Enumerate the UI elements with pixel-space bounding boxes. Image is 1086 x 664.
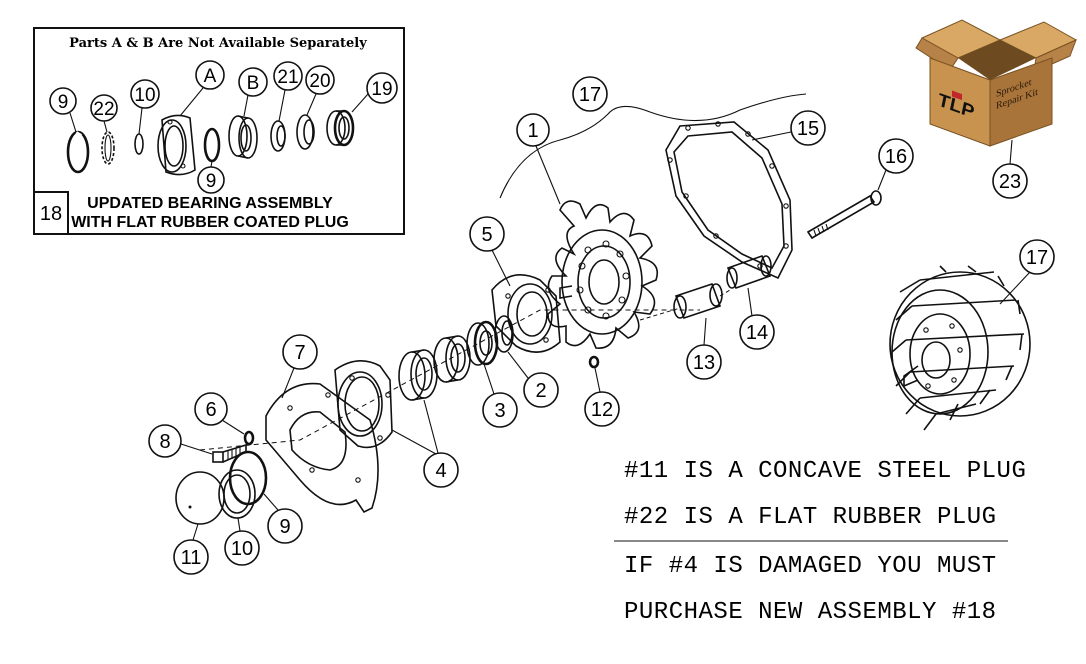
assembly-number: 18 — [40, 203, 62, 225]
callout-17: 17 — [579, 84, 601, 106]
callout-13: 13 — [693, 352, 715, 374]
note-2: #22 IS A FLAT RUBBER PLUG — [624, 504, 997, 531]
callout-8: 8 — [159, 431, 170, 453]
note-4: PURCHASE NEW ASSEMBLY #18 — [624, 599, 997, 626]
part-10-ring — [218, 469, 256, 519]
part-15-gasket — [665, 121, 793, 280]
inset-label-19: 19 — [371, 79, 392, 100]
inset-label-22: 22 — [93, 99, 114, 120]
part-4-bearing-housing — [334, 360, 393, 449]
part-6-washer — [243, 430, 255, 446]
notes: #11 IS A CONCAVE STEEL PLUG #22 IS A FLA… — [614, 458, 1026, 626]
callout-17-assembled: 17 — [1026, 247, 1048, 269]
inset-ring-20 — [296, 114, 315, 150]
part-1-sprocket — [547, 200, 659, 349]
callout-1: 1 — [527, 120, 538, 142]
callout-9: 9 — [279, 516, 290, 538]
callout-4: 4 — [435, 460, 446, 482]
note-1: #11 IS A CONCAVE STEEL PLUG — [624, 458, 1026, 485]
inset-label-9-b: 9 — [206, 171, 217, 192]
part-16-long-bolt — [806, 190, 882, 240]
part-7-housing-plate — [265, 382, 379, 514]
inset-label-21: 21 — [277, 67, 298, 88]
part-3-seal — [466, 320, 499, 366]
inset-label-a: A — [204, 66, 217, 87]
sprocket-repair-kit-box: TLP Sprocket Repair Kit — [915, 19, 1078, 147]
inset-ring-21 — [270, 120, 286, 152]
part-8-bolt — [212, 443, 247, 463]
inset-bearing-housing-a — [157, 114, 196, 176]
callouts: 17 1 15 16 5 2 3 4 12 13 14 7 6 — [148, 76, 1055, 575]
part-17-assembled-sprocket — [889, 265, 1031, 431]
callout-2: 2 — [535, 380, 546, 402]
part-11-plug — [175, 471, 225, 525]
callout-3: 3 — [494, 400, 505, 422]
callout-16: 16 — [885, 146, 907, 168]
inset-caption-line1: UPDATED BEARING ASSEMBLY — [87, 195, 333, 212]
callout-14: 14 — [746, 322, 768, 344]
callout-7: 7 — [294, 342, 305, 364]
part-13-spacer — [673, 282, 723, 320]
callout-10: 10 — [231, 538, 253, 560]
inset-panel: Parts A & B Are Not Available Separately… — [33, 27, 405, 235]
part-4-bearing-right — [433, 335, 471, 383]
part-5-flange — [491, 274, 561, 353]
note-3: IF #4 IS DAMAGED YOU MUST — [624, 553, 997, 580]
inset-caption-line2: WITH FLAT RUBBER COATED PLUG — [71, 214, 349, 231]
assembly-number-box — [33, 191, 69, 235]
inset-snap-ring-9 — [66, 130, 90, 174]
inset-rubber-plug-22 — [101, 131, 115, 165]
callout-12: 12 — [591, 399, 613, 421]
callout-15: 15 — [797, 118, 819, 140]
inset-label-9: 9 — [58, 92, 69, 113]
inset-label-10: 10 — [134, 85, 155, 106]
inset-seal-19 — [326, 109, 355, 147]
part-9-snap-ring — [228, 450, 268, 506]
callout-11: 11 — [181, 547, 202, 569]
callout-23: 23 — [999, 171, 1021, 193]
part-4-bearing-left — [398, 349, 438, 401]
inset-label-b: B — [247, 73, 260, 94]
callout-5: 5 — [481, 224, 492, 246]
part-12-fitting — [588, 355, 600, 369]
group-17-leader — [499, 93, 807, 199]
callout-6: 6 — [205, 399, 216, 421]
inset-title: Parts A & B Are Not Available Separately — [69, 36, 367, 51]
inset-bearing-b — [228, 115, 258, 159]
part-14-spacer — [726, 254, 772, 290]
inset-label-20: 20 — [309, 71, 330, 92]
